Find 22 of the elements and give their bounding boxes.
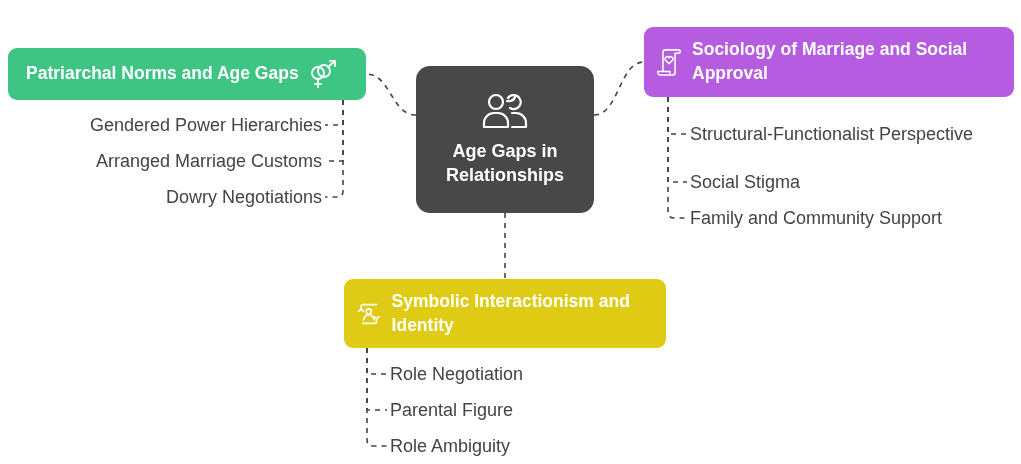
subtopic-item: Dowry Negotiations xyxy=(30,185,322,209)
connector-line xyxy=(593,61,645,116)
topic-title: Age Gaps in Relationships xyxy=(445,140,565,187)
category-title: Symbolic Interactionism and Identity xyxy=(391,289,631,337)
subtopic-item: Social Stigma xyxy=(690,170,990,194)
subtopic-item: Family and Community Support xyxy=(690,206,1010,230)
category-title: Sociology of Marriage and Social Approval xyxy=(692,38,969,85)
category-box xyxy=(644,27,1014,97)
category-box xyxy=(344,279,666,348)
connector-line xyxy=(366,347,388,447)
connector-line xyxy=(667,96,688,219)
subtopic-item: Arranged Marriage Customs xyxy=(30,149,322,173)
central-topic-box xyxy=(416,66,594,213)
subtopic-item: Gendered Power Hierarchies xyxy=(30,113,322,137)
subtopic-item: Parental Figure xyxy=(390,398,590,422)
subtopic-item: Structural-Functionalist Perspective xyxy=(690,110,990,158)
category-title: Patriarchal Norms and Age Gaps xyxy=(26,62,299,86)
connector-line xyxy=(504,212,506,280)
connector-line xyxy=(324,99,344,198)
subtopic-item: Role Ambiguity xyxy=(390,434,590,458)
category-box xyxy=(8,48,366,100)
subtopic-item: Role Negotiation xyxy=(390,362,590,386)
